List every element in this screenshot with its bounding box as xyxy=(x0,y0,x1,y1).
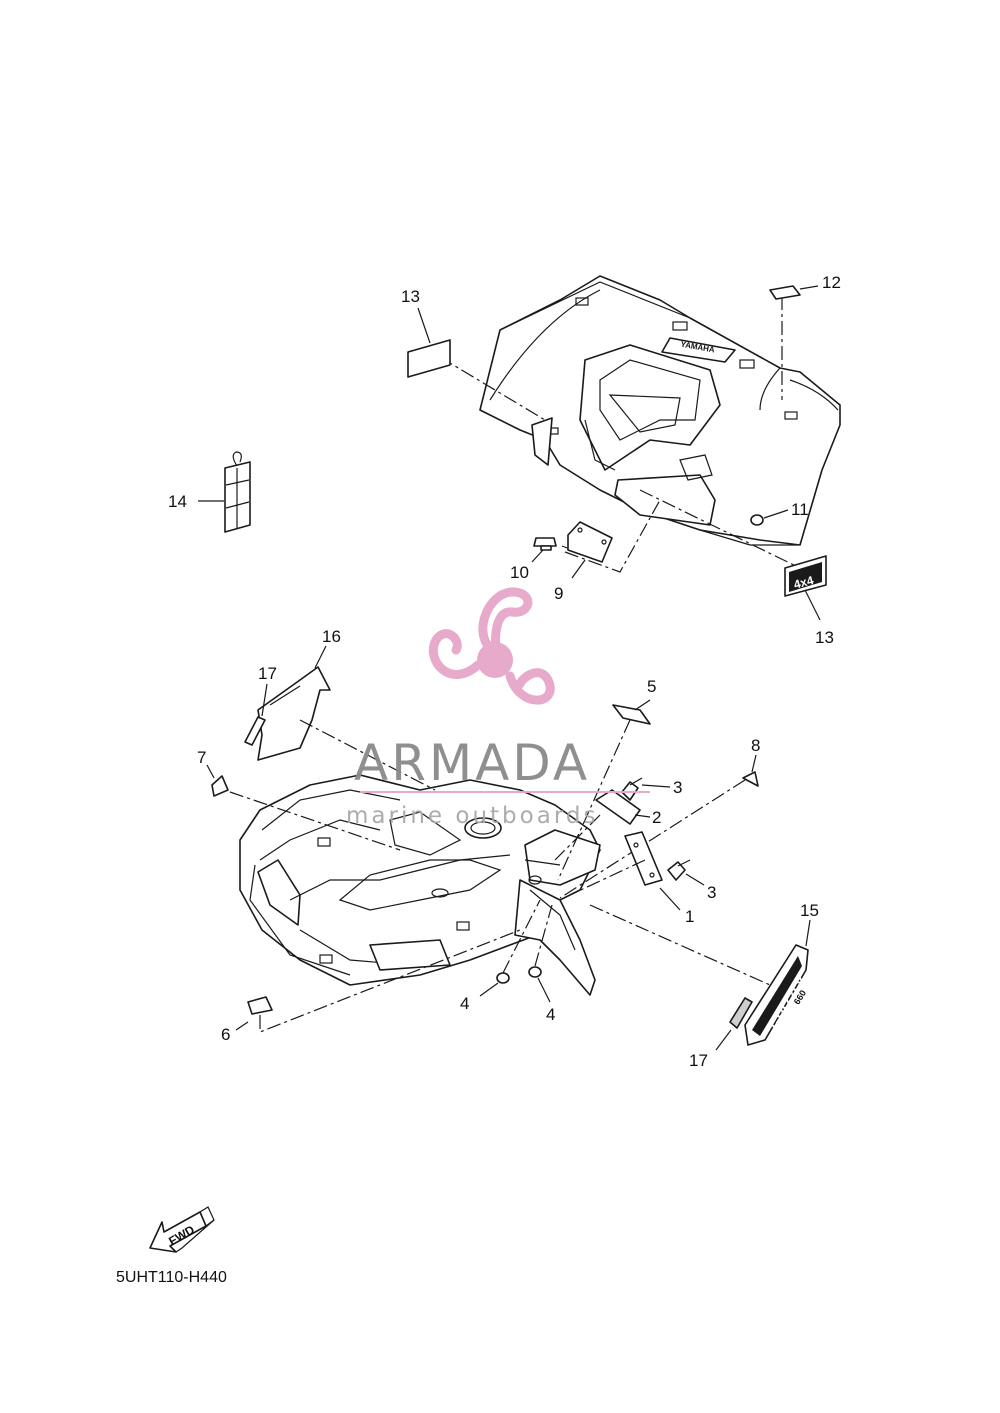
leader-13-left xyxy=(439,356,546,421)
decal-16 xyxy=(257,666,331,761)
leader-13-right xyxy=(639,489,801,569)
tag-14 xyxy=(224,451,251,533)
callout-6: 6 xyxy=(221,1025,230,1044)
decal-6 xyxy=(247,996,273,1015)
decal-17-left xyxy=(244,716,266,746)
callout-17-right: 17 xyxy=(689,1051,708,1070)
diagram-code: 5UHT110-H440 xyxy=(116,1269,227,1286)
watermark-tagline: marine outboards xyxy=(346,803,598,829)
rivet-3-lower xyxy=(667,861,686,881)
callout-4-right: 4 xyxy=(546,1005,555,1024)
grommet-4-left xyxy=(496,972,510,984)
fwd-arrow-icon: FWD xyxy=(149,1206,215,1253)
grommet-4-right xyxy=(528,966,542,978)
rivet-10 xyxy=(533,537,557,547)
callout-13-right: 13 xyxy=(815,628,834,647)
callout-4-left: 4 xyxy=(460,994,469,1013)
rear-fender: YAMAHA xyxy=(479,275,841,546)
badge-text: 4x4 xyxy=(792,573,815,592)
callout-1: 1 xyxy=(685,907,694,926)
callout-15: 15 xyxy=(800,901,819,920)
decal-5 xyxy=(612,704,651,725)
callout-9: 9 xyxy=(554,584,563,603)
decal-12 xyxy=(769,285,801,300)
plate-1 xyxy=(624,831,663,886)
callout-14: 14 xyxy=(168,492,187,511)
propeller-icon xyxy=(428,587,555,705)
badge-13-4x4: 4x4 xyxy=(784,555,827,597)
callout-11: 11 xyxy=(791,500,809,519)
callout-8: 8 xyxy=(751,736,760,755)
watermark-brand: ARMADA xyxy=(354,734,590,792)
callout-17-left: 17 xyxy=(258,664,277,683)
front-fender xyxy=(239,774,601,996)
leader-9 xyxy=(564,499,661,573)
callout-13-left: 13 xyxy=(401,287,420,306)
callout-5: 5 xyxy=(647,677,656,696)
decal-13-left xyxy=(407,339,451,378)
callout-12: 12 xyxy=(822,273,841,292)
callout-10: 10 xyxy=(510,563,529,582)
bracket-2 xyxy=(595,789,641,825)
decal-15-grizzly: GRIZZLY 660 xyxy=(744,944,811,1046)
grommet-11 xyxy=(750,514,764,526)
callout-7: 7 xyxy=(197,748,206,767)
callout-2: 2 xyxy=(652,808,661,827)
decal-17-right xyxy=(729,997,753,1029)
armada-logo: ARMADA marine outboards xyxy=(346,587,650,829)
callout-3-lower: 3 xyxy=(707,883,716,902)
callout-16: 16 xyxy=(322,627,341,646)
decal-8 xyxy=(742,771,759,787)
callout-3-upper: 3 xyxy=(673,778,682,797)
decal-7 xyxy=(211,775,229,797)
